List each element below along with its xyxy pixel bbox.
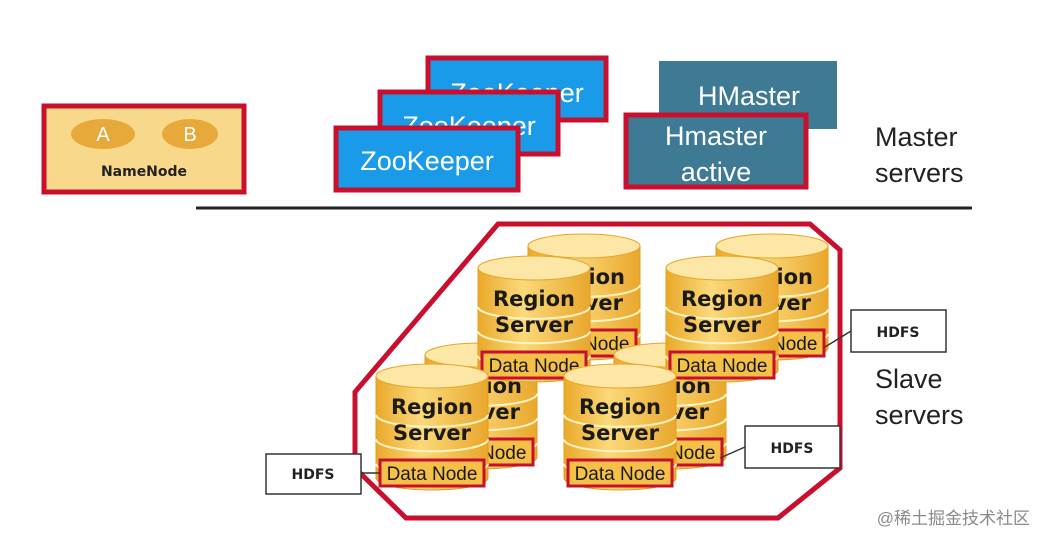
zookeeper-label-1: ZooKeeper xyxy=(360,146,494,176)
hmaster-active-box: Hmaster active xyxy=(623,112,809,190)
hmaster-standby-label: HMaster xyxy=(698,81,800,111)
hdfs-label-right-bottom: HDFS xyxy=(771,441,814,457)
hdfs-callout-right-top: HDFS xyxy=(824,309,947,353)
data-node-label: Data Node xyxy=(677,356,768,377)
region-server-label-line2: Server xyxy=(581,421,660,445)
slave-servers-label-line1: Slave xyxy=(875,364,943,394)
data-node-box: Data Node xyxy=(668,350,776,380)
data-node-label: Data Node xyxy=(489,356,580,377)
region-server-label-line2: Server xyxy=(495,313,574,337)
region-server-label-line1: Region xyxy=(493,287,575,311)
slave-servers-label-line2: servers xyxy=(875,400,964,430)
namenode-a-label: A xyxy=(96,124,110,146)
hdfs-callout-left: HDFS xyxy=(265,453,380,495)
namenode-a-oval xyxy=(71,119,135,149)
watermark: @稀土掘金技术社区 xyxy=(877,509,1030,528)
region-server-label-line1: Region xyxy=(681,287,763,311)
hmaster-active-label-line1: Hmaster xyxy=(665,121,767,151)
region-server-label-line1: Region xyxy=(579,395,661,419)
hdfs-callout-right-bottom: HDFS xyxy=(719,425,841,469)
namenode-b-label: B xyxy=(183,124,196,146)
data-node-label: Data Node xyxy=(575,464,666,485)
data-node-box: Data Node xyxy=(566,458,674,488)
master-servers-label-line2: servers xyxy=(875,158,964,188)
hdfs-label-right-top: HDFS xyxy=(877,325,920,341)
region-server-label-line2: Server xyxy=(393,421,472,445)
namenode-label: NameNode xyxy=(101,164,187,180)
data-node-box: Data Node xyxy=(378,458,486,488)
data-node-label: Data Node xyxy=(387,464,478,485)
hmaster-active-label-line2: active xyxy=(681,157,752,187)
zookeeper-box-1: ZooKeeper xyxy=(333,125,521,193)
namenode-b-oval xyxy=(162,119,218,149)
region-server-label-line1: Region xyxy=(391,395,473,419)
master-servers-label-line1: Master xyxy=(875,122,958,152)
namenode-box: A B NameNode xyxy=(41,103,247,195)
region-server-label-line2: Server xyxy=(683,313,762,337)
hdfs-label-left: HDFS xyxy=(292,467,335,483)
